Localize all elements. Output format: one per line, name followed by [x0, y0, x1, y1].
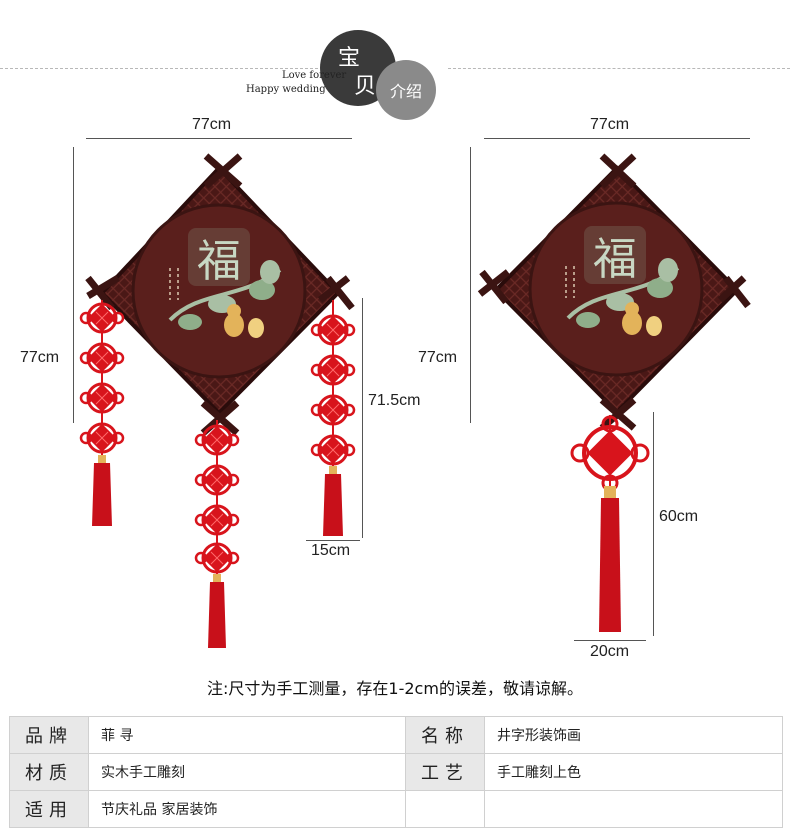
left-tassel-width-line — [306, 540, 360, 541]
spec-table: 品牌 菲 寻 名称 井字形装饰画 材质 实木手工雕刻 工艺 手工雕刻上色 适用 … — [9, 716, 783, 828]
spec-value-material: 实木手工雕刻 — [88, 753, 406, 791]
right-decor-frame: 福 — [477, 153, 751, 431]
left-knot-string-2 — [194, 420, 240, 648]
right-fu-character: 福 — [593, 234, 637, 285]
left-knot-string-3 — [310, 300, 356, 536]
header-badge-char-1: 宝 — [338, 46, 361, 71]
right-tassel-width-label: 20cm — [590, 643, 630, 660]
spec-key-empty — [405, 790, 485, 828]
spec-value-usage: 节庆礼品 家居装饰 — [88, 790, 406, 828]
spec-key-usage: 适用 — [9, 790, 89, 828]
spec-value-craft: 手工雕刻上色 — [484, 753, 783, 791]
left-width-line — [86, 138, 352, 139]
right-tassel-length-line — [653, 412, 654, 636]
spec-key-brand: 品牌 — [9, 716, 89, 754]
measurement-note: 注:尺寸为手工测量，存在1-2cm的误差，敬请谅解。 — [207, 679, 583, 698]
left-height-line — [73, 147, 74, 423]
header-divider-right — [448, 68, 790, 69]
right-width-line — [484, 138, 750, 139]
header-badge-char-2: 贝 — [354, 74, 377, 99]
header-tagline-2: Happy wedding — [246, 84, 326, 95]
spec-row: 材质 实木手工雕刻 工艺 手工雕刻上色 — [9, 753, 783, 791]
spec-value-name: 井字形装饰画 — [484, 716, 783, 754]
left-decor-frame: 福 — [85, 153, 355, 436]
left-side-line — [362, 298, 363, 538]
left-side-label: 71.5cm — [368, 392, 421, 409]
spec-value-brand: 菲 寻 — [88, 716, 406, 754]
spec-value-empty — [484, 790, 783, 828]
spec-row: 品牌 菲 寻 名称 井字形装饰画 — [9, 716, 783, 754]
left-knot-string-1 — [79, 300, 125, 526]
right-width-label: 77cm — [590, 116, 630, 133]
right-tassel-width-line — [574, 640, 646, 641]
left-height-label: 77cm — [20, 349, 60, 366]
left-width-label: 77cm — [192, 116, 232, 133]
spec-key-material: 材质 — [9, 753, 89, 791]
right-tassel-length-label: 60cm — [659, 508, 699, 525]
spec-key-craft: 工艺 — [405, 753, 485, 791]
header-tagline-1: Love forever — [282, 70, 347, 81]
left-tassel-width-label: 15cm — [311, 542, 351, 559]
header-badge-light: 介绍 — [376, 60, 436, 120]
header-divider-left — [0, 68, 318, 69]
right-height-line — [470, 147, 471, 423]
right-knot-string — [570, 415, 650, 632]
left-fu-character: 福 — [197, 236, 241, 287]
spec-row: 适用 节庆礼品 家居装饰 — [9, 790, 783, 828]
right-height-label: 77cm — [418, 349, 458, 366]
header-badge-intro: 介绍 — [389, 82, 422, 101]
spec-key-name: 名称 — [405, 716, 485, 754]
header-badge-dark: 宝 贝 — [320, 30, 396, 106]
